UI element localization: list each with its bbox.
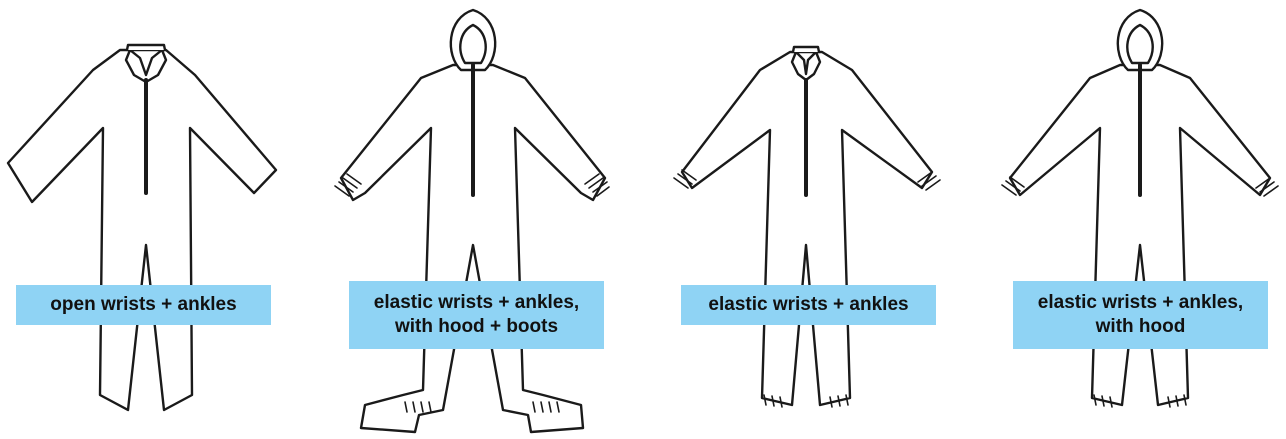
coverall-elastic (660, 0, 955, 439)
label-elastic-wrists-ankles: elastic wrists + ankles (681, 285, 936, 325)
coverall-open-icon (0, 0, 290, 439)
label-open-wrists-ankles: open wrists + ankles (16, 285, 271, 325)
label-hood-boots: elastic wrists + ankles, with hood + boo… (349, 281, 604, 349)
coverall-hood-boots (323, 0, 623, 439)
coverall-hood-icon (990, 0, 1286, 439)
coverall-hood (990, 0, 1286, 439)
coverall-hood-boots-icon (323, 0, 623, 439)
coverall-open-wrists-ankles (0, 0, 290, 439)
coverall-elastic-icon (660, 0, 955, 439)
label-elastic-with-hood: elastic wrists + ankles, with hood (1013, 281, 1268, 349)
